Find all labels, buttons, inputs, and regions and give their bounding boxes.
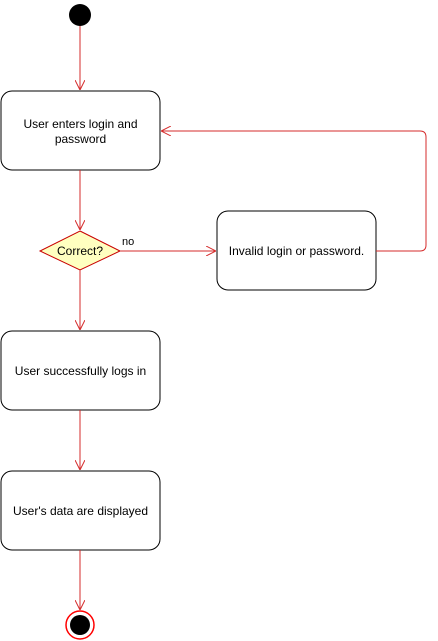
action-enter-credentials-line2: password xyxy=(55,132,106,146)
action-enter-credentials-line1: User enters login and xyxy=(23,117,137,131)
action-invalid-login: Invalid login or password. xyxy=(216,210,377,291)
action-enter-credentials: User enters login and password xyxy=(0,90,161,171)
edge-invalid-to-login xyxy=(162,131,427,252)
action-login-success: User successfully logs in xyxy=(0,330,161,411)
action-login-success-label: User successfully logs in xyxy=(15,364,146,378)
decision-correct-label: Correct? xyxy=(57,244,103,258)
start-node xyxy=(69,4,91,26)
action-display-data-label: User's data are displayed xyxy=(13,504,148,518)
action-display-data: User's data are displayed xyxy=(0,470,161,551)
decision-correct: Correct? xyxy=(38,230,122,271)
end-node xyxy=(65,610,95,640)
action-invalid-login-label: Invalid login or password. xyxy=(229,244,364,258)
edge-no-label: no xyxy=(122,236,134,248)
